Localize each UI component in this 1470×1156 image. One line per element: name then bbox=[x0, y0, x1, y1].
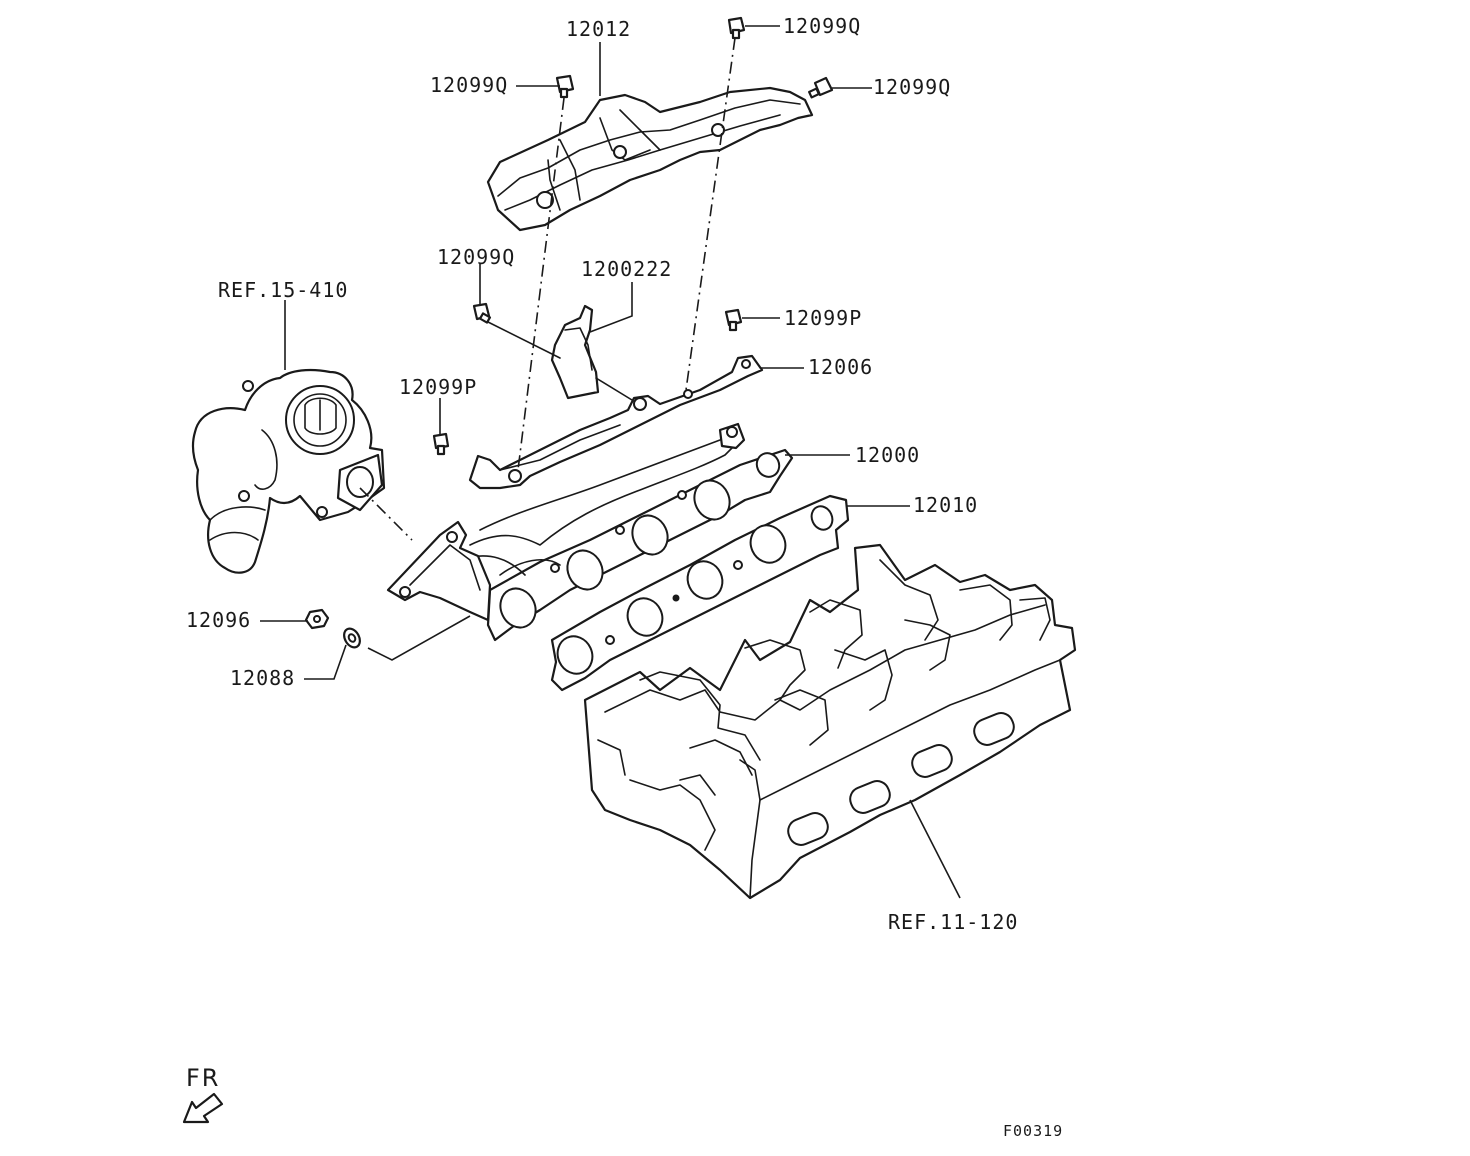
label-bolt-q-left: 12099Q bbox=[430, 73, 508, 97]
label-gasket: 12010 bbox=[913, 493, 978, 517]
label-washer: 12088 bbox=[230, 666, 295, 690]
exhaust-manifold[interactable] bbox=[386, 422, 794, 642]
label-bolt-p-right: 12099P bbox=[784, 306, 862, 330]
bolt-12099q-left[interactable] bbox=[555, 74, 575, 99]
label-manifold: 12000 bbox=[855, 443, 920, 467]
nut-12096[interactable] bbox=[304, 608, 330, 630]
manifold-heat-cover[interactable] bbox=[486, 86, 814, 232]
bolt-12099p-left[interactable] bbox=[432, 432, 450, 456]
exhaust-manifold-gasket[interactable] bbox=[550, 494, 850, 692]
bolt-12099q-mid[interactable] bbox=[472, 302, 492, 324]
label-heat-cover: 12012 bbox=[566, 17, 631, 41]
label-small-bracket: 1200222 bbox=[581, 257, 672, 281]
front-arrow-icon bbox=[182, 1092, 224, 1124]
fr-label: FR bbox=[186, 1064, 220, 1092]
label-bolt-q-right: 12099Q bbox=[873, 75, 951, 99]
label-ref-head: REF.11-120 bbox=[888, 910, 1018, 934]
label-nut: 12096 bbox=[186, 608, 251, 632]
label-bolt-p-left: 12099P bbox=[399, 375, 477, 399]
leader-lines bbox=[260, 25, 961, 899]
figure-code: F00319 bbox=[1003, 1122, 1063, 1140]
bolt-12099q-top[interactable] bbox=[727, 16, 746, 40]
washer-12088[interactable] bbox=[341, 626, 363, 650]
label-bolt-q-top: 12099Q bbox=[783, 14, 861, 38]
cylinder-head[interactable] bbox=[583, 543, 1077, 900]
orientation-mark: FR bbox=[182, 1064, 224, 1124]
small-bracket[interactable] bbox=[550, 304, 600, 400]
label-stay: 12006 bbox=[808, 355, 873, 379]
bolt-12099q-right[interactable] bbox=[808, 76, 834, 99]
turbocharger[interactable] bbox=[191, 368, 386, 574]
label-bolt-q-mid: 12099Q bbox=[437, 245, 515, 269]
callout-labels: 12012 12099Q 12099Q 12099Q 12099Q 120022… bbox=[186, 14, 1018, 934]
manifold-stay[interactable] bbox=[468, 354, 764, 490]
bolt-12099p-right[interactable] bbox=[724, 308, 743, 332]
label-ref-turbo: REF.15-410 bbox=[218, 278, 348, 302]
assembly-lines bbox=[359, 37, 736, 661]
